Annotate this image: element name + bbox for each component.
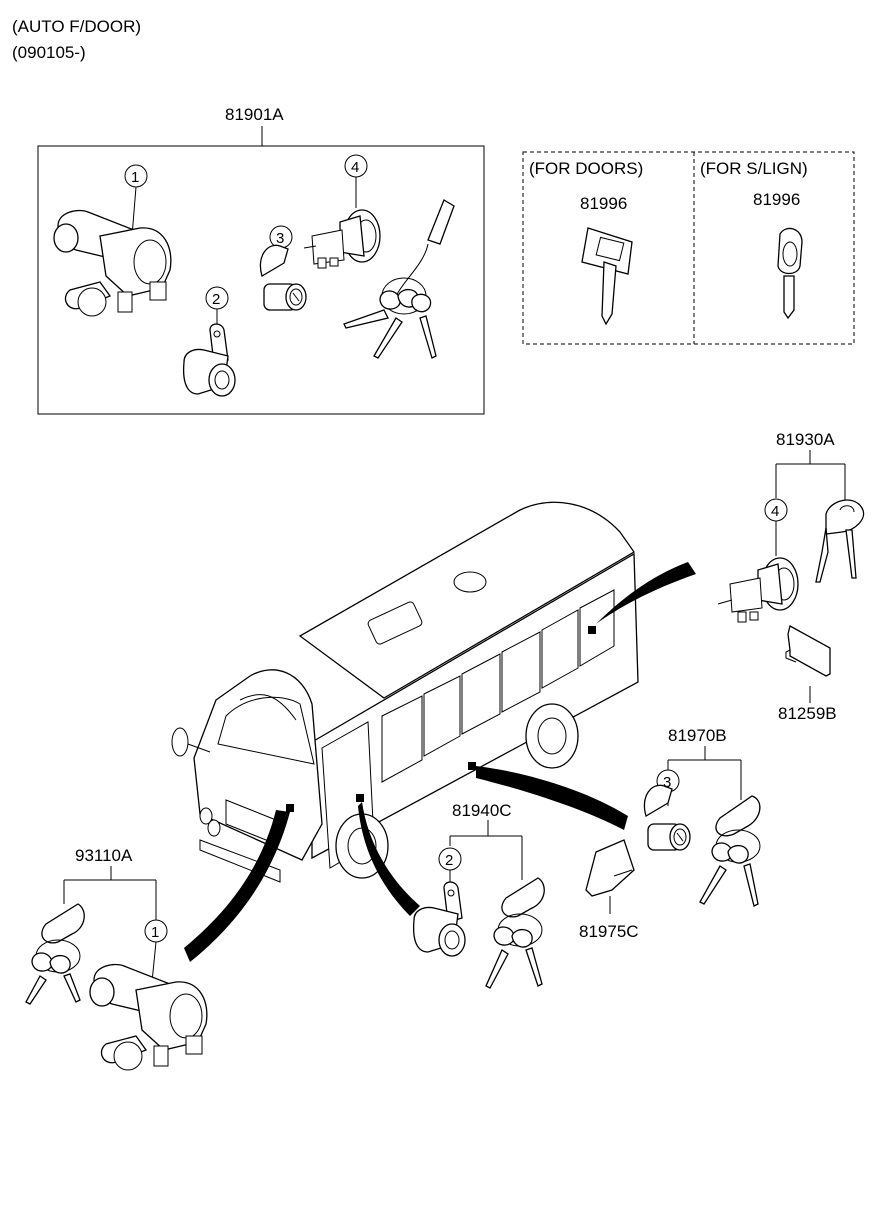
part-81940C: 81940C bbox=[452, 801, 512, 820]
kit-box-81901A: 81901A 1 2 3 bbox=[37, 105, 485, 415]
key-set-81940C-icon bbox=[485, 877, 545, 989]
door-lock-lever-icon bbox=[182, 323, 236, 397]
part-81259B: 81259B bbox=[778, 704, 837, 723]
key-set-icon bbox=[343, 199, 455, 359]
part-93110A: 93110A bbox=[75, 846, 133, 865]
kit-callout-1: 1 bbox=[131, 169, 139, 186]
door-lock-81940C-icon bbox=[412, 881, 466, 957]
callout-4: 4 bbox=[771, 503, 779, 520]
key-box-frame bbox=[522, 151, 855, 345]
key-box: (FOR DOORS) 81996 (FOR S/LIGN) 81996 bbox=[522, 151, 855, 345]
kit-box-frame bbox=[37, 145, 485, 415]
ignition-lock-icon bbox=[53, 209, 172, 317]
key-set-93110A-icon bbox=[25, 903, 85, 1005]
callout-2: 2 bbox=[445, 852, 453, 869]
bracket-81975C-icon bbox=[585, 839, 635, 897]
key-set-81970B-icon bbox=[699, 795, 761, 907]
group-93110A: 93110A 1 bbox=[25, 846, 208, 1071]
part-81930A: 81930A bbox=[776, 430, 835, 449]
slign-key-icon bbox=[777, 227, 803, 320]
group-81970B: 81970B 3 81975C bbox=[579, 726, 761, 941]
for-doors-part: 81996 bbox=[580, 194, 627, 213]
bracket-81259B-icon bbox=[785, 625, 831, 677]
door-key-icon bbox=[581, 227, 633, 326]
door-cylinder-icon bbox=[259, 244, 307, 311]
kit-callout-2: 2 bbox=[212, 291, 220, 308]
rear-lock-81930A-icon bbox=[717, 557, 799, 623]
for-doors-label: (FOR DOORS) bbox=[529, 159, 643, 178]
minibus-illustration bbox=[171, 501, 639, 883]
header-date: (090105-) bbox=[12, 43, 86, 62]
group-81940C: 81940C 2 bbox=[412, 801, 545, 989]
callout-1: 1 bbox=[151, 924, 159, 941]
cylinder-81970B-icon bbox=[643, 784, 691, 851]
for-slign-part: 81996 bbox=[753, 190, 800, 209]
pointer-arrows bbox=[184, 562, 696, 962]
group-81930A: 81930A 4 81259B bbox=[717, 430, 865, 723]
header-title: (AUTO F/DOOR) bbox=[12, 17, 141, 36]
kit-part-number: 81901A bbox=[225, 105, 284, 124]
callout-3: 3 bbox=[663, 774, 671, 791]
rear-lock-icon bbox=[303, 209, 381, 269]
part-81975C: 81975C bbox=[579, 922, 639, 941]
kit-callout-4: 4 bbox=[351, 159, 359, 176]
ignition-lock-93110A-icon bbox=[89, 963, 208, 1071]
kit-callout-3: 3 bbox=[276, 230, 284, 247]
part-81970B: 81970B bbox=[668, 726, 727, 745]
for-slign-label: (FOR S/LIGN) bbox=[700, 159, 808, 178]
key-pair-81930A-icon bbox=[815, 499, 865, 583]
